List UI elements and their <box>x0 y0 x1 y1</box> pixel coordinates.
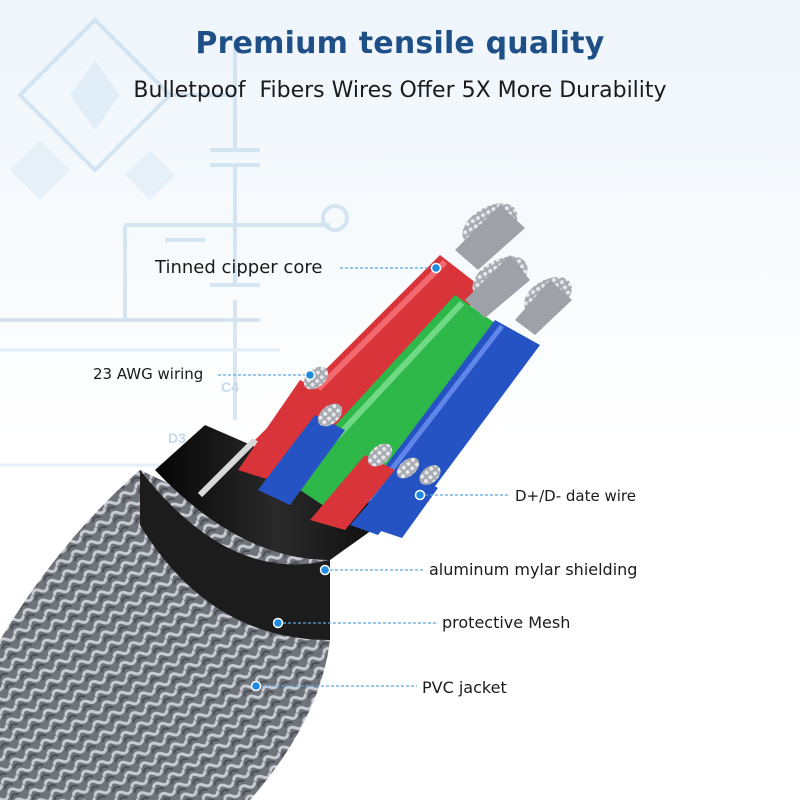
callout-data-wire: D+/D- date wire <box>515 487 636 505</box>
subheadline: Bulletpoof Fibers Wires Offer 5X More Du… <box>133 78 667 103</box>
marker-dot-core <box>430 262 442 274</box>
callout-awg-wiring: 23 AWG wiring <box>93 365 204 383</box>
callout-pvc-jacket: PVC jacket <box>422 678 507 697</box>
callout-copper-core: Tinned cipper core <box>155 257 323 278</box>
marker-dot-awg <box>304 369 316 381</box>
marker-dot-jacket <box>250 680 262 692</box>
braided-jacket <box>0 470 330 800</box>
headline: Premium tensile quality <box>195 26 605 61</box>
circuit-label-c4: C4 <box>221 379 239 395</box>
copper-strand-tips <box>455 203 572 335</box>
marker-dot-data <box>414 489 426 501</box>
callout-protective-mesh: protective Mesh <box>442 613 571 632</box>
marker-dot-mylar <box>319 564 331 576</box>
inner-wire-bundle <box>197 366 441 538</box>
callout-mylar-shielding: aluminum mylar shielding <box>429 560 638 579</box>
circuit-label-d3: D3 <box>168 430 186 446</box>
marker-dot-mesh <box>272 617 284 629</box>
